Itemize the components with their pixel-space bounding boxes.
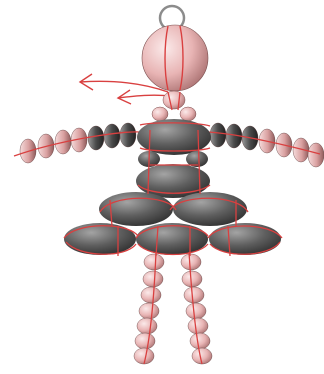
arm-bead-left	[87, 125, 105, 151]
arm-bead-right	[307, 142, 324, 168]
thread-path	[63, 122, 283, 257]
skirt-beads	[64, 192, 281, 255]
leg-bead-right	[187, 317, 209, 335]
leg-beads	[133, 251, 213, 365]
leg-bead-right	[180, 253, 202, 271]
head-bead	[141, 24, 209, 92]
arm-bead-left	[119, 122, 137, 148]
leg-bead-left	[140, 286, 162, 304]
arm-bead-left	[103, 123, 121, 149]
leg-bead-right	[185, 302, 207, 320]
leg-bead-right	[189, 332, 211, 350]
leg-bead-left	[136, 317, 158, 335]
leg-bead-left	[138, 302, 160, 320]
leg-bead-left	[134, 332, 156, 350]
leg-bead-right	[183, 286, 205, 304]
arm-beads	[13, 122, 324, 168]
leg-bead-left	[143, 253, 165, 271]
leg-bead-left	[142, 270, 164, 288]
torso-beads	[136, 119, 211, 198]
arm-bead-right	[209, 122, 227, 148]
leg-bead-right	[181, 270, 203, 288]
